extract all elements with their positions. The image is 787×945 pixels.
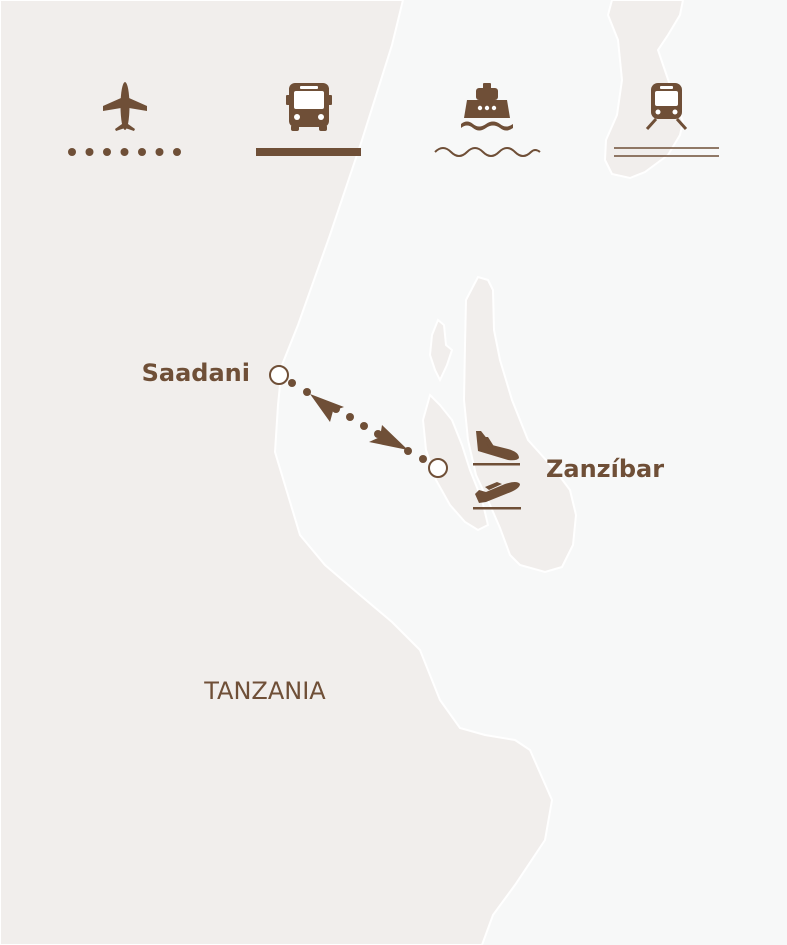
label-tanzania: TANZANIA <box>203 677 326 705</box>
arrow-to-saadani <box>310 394 344 422</box>
mainland-land <box>0 0 554 945</box>
zanzibar-marker <box>428 458 448 478</box>
label-saadani: Saadani <box>142 359 250 387</box>
plane-departure-icon <box>473 482 521 510</box>
zanzibar-west-shore <box>421 393 490 532</box>
saadani-marker <box>269 365 289 385</box>
arrow-to-zanzibar <box>369 425 408 450</box>
plane-arrival-icon <box>473 431 520 466</box>
small-islet <box>428 318 454 383</box>
legend-line-dotted <box>68 148 181 156</box>
legend-line-wavy <box>434 147 541 157</box>
plane-icon <box>103 82 147 131</box>
label-zanzibar: Zanzíbar <box>546 455 664 483</box>
flight-route <box>288 379 427 463</box>
legend-line-double <box>614 147 719 157</box>
legend-line-solid <box>256 148 361 156</box>
ship-icon <box>461 83 513 131</box>
train-icon <box>645 83 688 131</box>
legend <box>68 82 719 157</box>
pemba-island <box>603 0 685 180</box>
bus-icon <box>286 83 332 131</box>
